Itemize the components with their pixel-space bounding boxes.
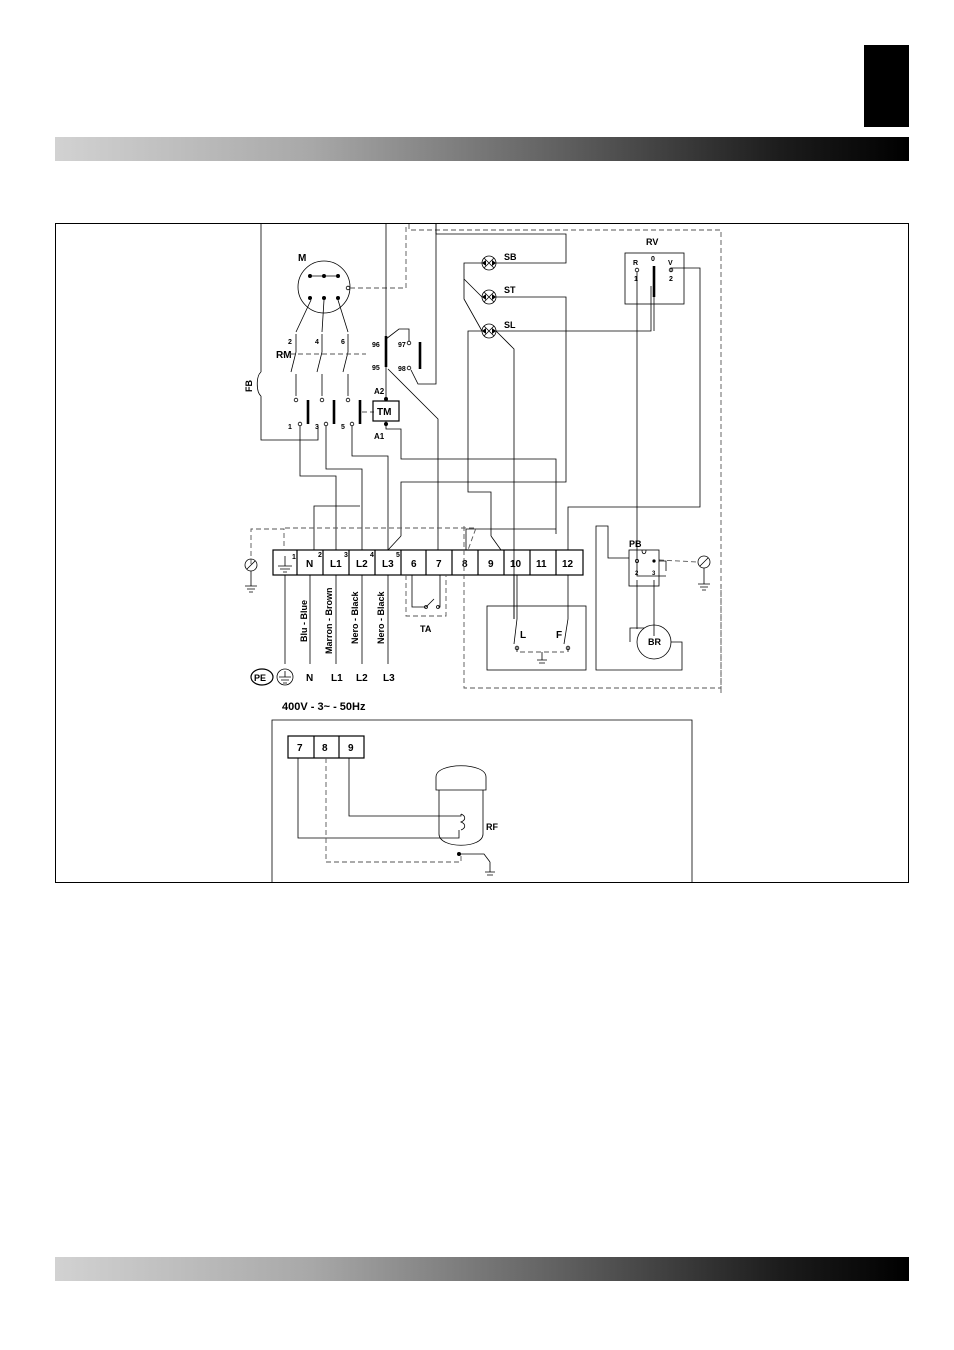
terminal-6: 6: [411, 559, 417, 570]
relay-main: RM 2 4 6 1 3 5: [276, 334, 374, 431]
terminal-10: 10: [510, 559, 522, 570]
rf-terminal-9: 9: [348, 743, 354, 754]
rv-terminal-0: 0: [651, 256, 655, 263]
rf-terminal-8: 8: [322, 743, 328, 754]
supply-n: N: [306, 673, 313, 684]
header-gradient-bar: [55, 137, 909, 161]
terminal-sup-5: 5: [396, 552, 400, 559]
burner-label: BR: [648, 637, 661, 647]
tm-a2-label: A2: [374, 387, 385, 396]
terminal-sup-4: 4: [370, 552, 374, 559]
tm-97-label: 97: [398, 342, 406, 349]
terminal-sup-1: 1: [292, 554, 296, 561]
pb-burner: PB 2 3 BR: [596, 526, 682, 670]
wiring-diagram: M RM 2 4 6 1 3 5 FB: [55, 223, 909, 883]
rf-terminal-7: 7: [297, 743, 303, 754]
terminal-11: 11: [536, 559, 547, 570]
terminal-12: 12: [562, 559, 574, 570]
supply-l3: L3: [383, 673, 395, 684]
tm-96-label: 96: [372, 342, 380, 349]
lamp-st-label: ST: [504, 285, 516, 295]
cable-color-l2: Nero - Black: [350, 590, 360, 644]
lamp-sl-label: SL: [504, 320, 516, 330]
terminal-sup-2: 2: [318, 552, 322, 559]
supply-spec: 400V - 3~ - 50Hz: [282, 701, 366, 713]
terminal-l3: L3: [382, 559, 394, 570]
chapter-tab: [864, 45, 909, 127]
rv-label: RV: [646, 237, 658, 247]
supply-l2: L2: [356, 673, 368, 684]
rv-terminal-v: V: [668, 260, 673, 267]
terminal-7: 7: [436, 559, 442, 570]
lamp-sb-label: SB: [504, 252, 517, 262]
rv-switch: RV R 0 V 1 2: [568, 237, 700, 576]
terminal-l2: L2: [356, 559, 368, 570]
tm-a1-label: A1: [374, 432, 385, 441]
lf-switch-box: L F: [487, 575, 586, 670]
right-earth: [659, 556, 710, 590]
tm-95-label: 95: [372, 365, 380, 372]
rv-terminal-2: 2: [669, 276, 673, 283]
rf-label: RF: [486, 822, 498, 832]
rm-contact-4: 4: [315, 339, 319, 346]
footer-gradient-bar: [55, 1257, 909, 1281]
terminal-block: N L1 L2 L3 6 7 8 9 10 11 12 1 2 3 4 5: [273, 550, 583, 575]
terminal-8: 8: [462, 559, 468, 570]
rv-terminal-r: R: [633, 260, 638, 267]
thermostat: TA: [406, 575, 446, 634]
pe-label: PE: [254, 673, 266, 683]
switch-l-label: L: [520, 630, 526, 641]
terminal-sup-3: 3: [344, 552, 348, 559]
terminal-l1: L1: [330, 559, 342, 570]
rm-contact-1: 1: [288, 424, 292, 431]
fuse-label: FB: [244, 380, 254, 392]
cable-color-l1: Marron - Brown: [324, 588, 334, 655]
thermal-overload-label: TM: [377, 407, 391, 418]
rm-contact-5: 5: [341, 424, 345, 431]
terminal-9: 9: [488, 559, 494, 570]
cable-color-l3: Nero - Black: [376, 590, 386, 644]
wiring-schematic: M RM 2 4 6 1 3 5 FB: [56, 224, 908, 882]
pb-label: PB: [629, 539, 642, 549]
cable-labels: Blu - Blue Marron - Brown Nero - Black N…: [285, 575, 388, 664]
motor-label: M: [298, 253, 306, 264]
rf-subdiagram: 7 8 9 RF: [272, 720, 692, 882]
rm-contact-6: 6: [341, 339, 345, 346]
thermostat-label: TA: [420, 624, 432, 634]
rm-contact-2: 2: [288, 339, 292, 346]
switch-f-label: F: [556, 630, 562, 641]
tm-98-label: 98: [398, 366, 406, 373]
supply: PE N L1 L2 L3 400V - 3~ - 50Hz: [251, 669, 395, 713]
terminal-n: N: [306, 559, 313, 570]
cable-color-n: Blu - Blue: [299, 600, 309, 642]
relay-main-label: RM: [276, 350, 292, 361]
supply-l1: L1: [331, 673, 343, 684]
